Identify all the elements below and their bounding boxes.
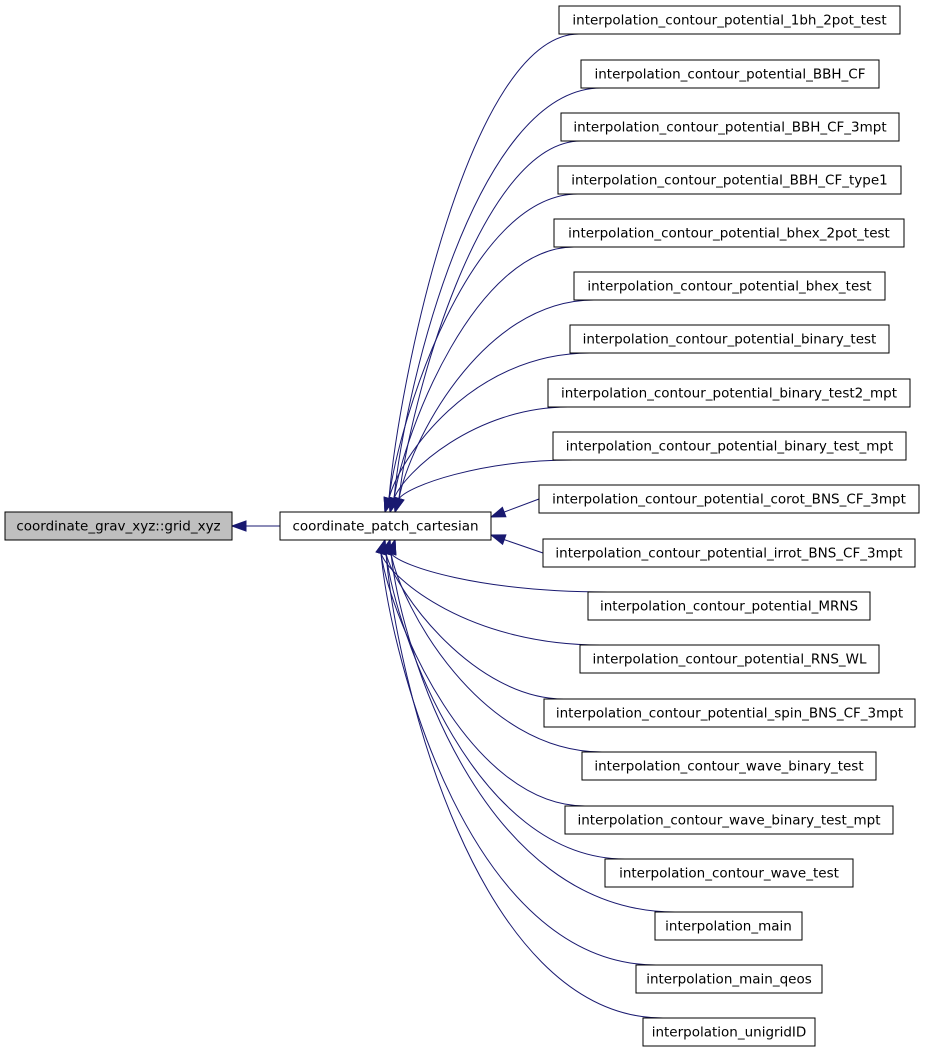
caller-node-box <box>538 484 920 514</box>
edge-caller-to-middle <box>489 498 540 518</box>
caller-node-label: interpolation_contour_potential_binary_t… <box>583 332 877 348</box>
edges-layer <box>230 33 676 1019</box>
edge-line <box>380 553 586 807</box>
edge-line <box>398 140 582 499</box>
caller-node-box <box>547 378 911 408</box>
edge-arrowhead <box>489 534 507 546</box>
edge-caller-to-middle <box>393 459 574 514</box>
caller-node-label: interpolation_contour_wave_binary_test_m… <box>577 813 880 829</box>
caller-node-label: interpolation_contour_potential_irrot_BN… <box>555 546 902 562</box>
edge-line <box>398 459 574 499</box>
caller-node-label: interpolation_contour_potential_binary_t… <box>566 439 894 455</box>
edge-caller-to-middle <box>375 538 586 807</box>
caller-node-label: interpolation_contour_potential_binary_t… <box>561 386 897 402</box>
caller-node-box <box>642 1017 816 1047</box>
caller-node[interactable]: interpolation_contour_potential_corot_BN… <box>538 484 920 514</box>
caller-node-box <box>553 218 905 248</box>
caller-node-box <box>579 644 880 674</box>
caller-node-label: interpolation_contour_potential_MRNS <box>600 599 858 615</box>
caller-node-box <box>542 538 916 568</box>
caller-node[interactable]: interpolation_contour_potential_MRNS <box>587 591 871 621</box>
root-node-label: coordinate_grav_xyz::grid_xyz <box>16 519 220 535</box>
edge-line <box>388 352 591 499</box>
caller-node-box <box>569 324 890 354</box>
caller-node[interactable]: interpolation_contour_potential_BBH_CF_t… <box>557 165 902 195</box>
caller-node-box <box>581 751 877 781</box>
edge-caller-to-middle <box>388 246 575 514</box>
edge-line <box>393 87 602 499</box>
caller-node-box <box>587 591 871 621</box>
caller-node-label: interpolation_contour_potential_BBH_CF_3… <box>573 120 886 136</box>
middle-node[interactable]: coordinate_patch_cartesian <box>279 511 492 541</box>
caller-node-label: interpolation_contour_potential_BBH_CF <box>595 67 866 83</box>
nodes-layer: coordinate_grav_xyz::grid_xyz coordinate… <box>4 5 920 1047</box>
edge-line <box>388 193 579 499</box>
root-node[interactable]: coordinate_grav_xyz::grid_xyz <box>4 511 233 541</box>
edge-line <box>388 33 580 499</box>
edge-line <box>380 553 657 966</box>
caller-node[interactable]: interpolation_main_qeos <box>635 964 823 994</box>
caller-node[interactable]: interpolation_contour_potential_irrot_BN… <box>542 538 916 568</box>
caller-node-label: interpolation_contour_wave_binary_test <box>594 759 863 775</box>
caller-node-label: interpolation_contour_potential_spin_BNS… <box>556 706 903 722</box>
caller-node[interactable]: interpolation_contour_potential_bhex_tes… <box>573 271 886 301</box>
caller-node[interactable]: interpolation_contour_potential_bhex_2po… <box>553 218 905 248</box>
caller-node-box <box>580 59 880 89</box>
caller-node[interactable]: interpolation_contour_wave_binary_test <box>581 751 877 781</box>
caller-node-box <box>654 911 803 941</box>
caller-node[interactable]: interpolation_contour_wave_binary_test_m… <box>564 805 894 835</box>
caller-node-label: interpolation_contour_wave_test <box>619 866 839 882</box>
caller-node-label: interpolation_contour_potential_bhex_tes… <box>587 279 871 295</box>
edge-line <box>503 498 540 513</box>
caller-node[interactable]: interpolation_contour_potential_RNS_WL <box>579 644 880 674</box>
caller-node[interactable]: interpolation_contour_potential_binary_t… <box>569 324 890 354</box>
caller-node[interactable]: interpolation_contour_potential_binary_t… <box>547 378 911 408</box>
edge-line <box>393 246 575 499</box>
edge-line <box>398 299 595 499</box>
edge-arrowhead <box>380 538 392 556</box>
middle-node-label: coordinate_patch_cartesian <box>292 519 478 535</box>
caller-node-box <box>604 858 854 888</box>
edge-arrowhead <box>230 520 247 532</box>
caller-node-box <box>552 431 907 461</box>
caller-node-label: interpolation_contour_potential_bhex_2po… <box>568 226 890 242</box>
caller-node-label: interpolation_contour_potential_BBH_CF_t… <box>571 173 887 189</box>
caller-node[interactable]: interpolation_main <box>654 911 803 941</box>
caller-node-label: interpolation_contour_potential_RNS_WL <box>592 652 867 668</box>
caller-node-box <box>558 5 901 35</box>
caller-node[interactable]: interpolation_contour_potential_spin_BNS… <box>543 698 916 728</box>
caller-node-box <box>543 698 916 728</box>
edge-line <box>385 553 565 700</box>
edge-arrowhead <box>489 506 507 518</box>
caller-node[interactable]: interpolation_unigridID <box>642 1017 816 1047</box>
edge-line <box>393 406 569 499</box>
edge-line <box>385 553 626 860</box>
caller-node-box <box>560 112 900 142</box>
caller-node-box <box>635 964 823 994</box>
edge-arrowhead <box>393 496 405 514</box>
edge-line <box>504 539 544 554</box>
edge-caller-to-middle <box>489 534 544 554</box>
caller-node-label: interpolation_contour_potential_corot_BN… <box>552 492 906 508</box>
caller-node-box <box>557 165 902 195</box>
caller-node-box <box>564 805 894 835</box>
caller-node[interactable]: interpolation_contour_potential_BBH_CF_3… <box>560 112 900 142</box>
edge-line <box>390 553 609 593</box>
edge-line <box>390 553 676 913</box>
caller-node[interactable]: interpolation_contour_potential_BBH_CF <box>580 59 880 89</box>
caller-node-label: interpolation_unigridID <box>652 1025 807 1041</box>
caller-node[interactable]: interpolation_contour_wave_test <box>604 858 854 888</box>
caller-node-label: interpolation_main_qeos <box>646 972 812 988</box>
caller-node[interactable]: interpolation_contour_potential_binary_t… <box>552 431 907 461</box>
caller-node-label: interpolation_main <box>665 919 792 935</box>
caller-node[interactable]: interpolation_contour_potential_1bh_2pot… <box>558 5 901 35</box>
edge-line <box>385 553 664 1019</box>
edge-caller-to-middle <box>380 538 664 1019</box>
edge-line <box>390 553 603 753</box>
edge-middle-to-root <box>230 520 280 532</box>
caller-node-label: interpolation_contour_potential_1bh_2pot… <box>572 13 886 29</box>
caller-node-box <box>573 271 886 301</box>
